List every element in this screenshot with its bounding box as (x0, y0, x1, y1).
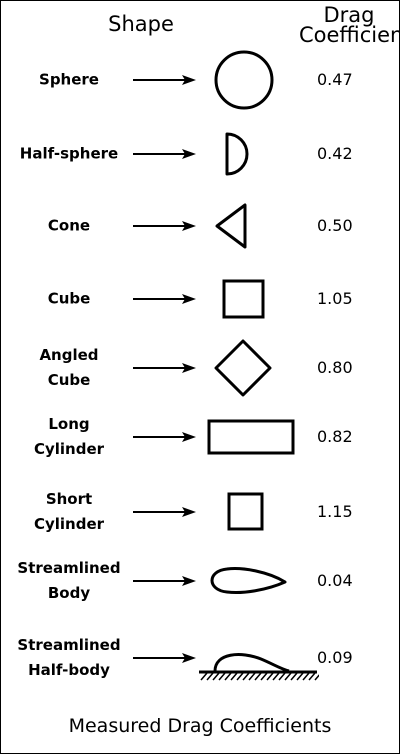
drag-coefficient-value: 0.47 (317, 70, 353, 89)
shape-row: Cube 1.05 (1, 264, 399, 334)
shape-row: Half-sphere 0.42 (1, 119, 399, 189)
right-arrow-icon (133, 363, 196, 373)
drag-coefficient-value: 0.80 (317, 358, 353, 377)
shape-name-line: Cone (47, 216, 91, 235)
shape-name-line: Sphere (39, 70, 99, 89)
right-arrow-icon (133, 221, 196, 231)
drag-coefficient-value: 0.04 (317, 571, 353, 590)
long-cylinder-icon (207, 419, 295, 455)
right-arrow-icon (133, 432, 196, 442)
drag-coefficient-value: 0.50 (317, 216, 353, 235)
right-arrow-icon (133, 149, 196, 159)
shape-name-line: Half-sphere (19, 144, 119, 163)
sphere-icon (214, 50, 274, 110)
shape-column-header: Shape (108, 12, 174, 36)
shape-name-line: Streamlined (17, 636, 121, 654)
angled-cube-icon (214, 339, 272, 397)
shape-name-line: Cylinder (33, 515, 105, 533)
shape-name-label: Cone (5, 214, 133, 239)
drag-coefficient-value: 0.42 (317, 144, 353, 163)
right-arrow-icon (133, 75, 196, 85)
right-arrow-icon (133, 653, 196, 663)
shape-row: Sphere 0.47 (1, 45, 399, 115)
shape-name-line: Cylinder (33, 440, 105, 458)
right-arrow-icon (133, 576, 196, 586)
drag-coefficient-value: 1.05 (317, 289, 353, 308)
shape-name-line: Streamlined (17, 559, 121, 577)
short-cylinder-icon (227, 492, 264, 531)
shape-name-line: Cube (47, 289, 91, 308)
shape-name-line: Body (47, 584, 91, 602)
streamlined-body-icon (210, 567, 287, 594)
shape-name-line: Long (48, 415, 90, 433)
drag-coefficient-header-line-2: Coefficient (299, 23, 399, 47)
shape-name-label: Cube (5, 287, 133, 312)
streamlined-half-body-icon (199, 653, 319, 681)
shape-name-line: Half-body (28, 661, 110, 679)
right-arrow-icon (133, 294, 196, 304)
drag-coefficient-value: 1.15 (317, 502, 353, 521)
half-sphere-icon (225, 132, 249, 176)
drag-coefficient-column-header: Drag Coefficient (299, 3, 399, 47)
shape-name-label: Half-sphere (5, 142, 133, 167)
drag-coefficient-value: 0.09 (317, 648, 353, 667)
shape-row: Cone 0.50 (1, 191, 399, 261)
drag-coefficient-value: 0.82 (317, 427, 353, 446)
shape-name-line: Short (45, 490, 93, 508)
right-arrow-icon (133, 507, 196, 517)
shape-name-label: Sphere (5, 68, 133, 93)
cube-icon (222, 279, 265, 319)
shape-name-line: Angled (39, 346, 99, 364)
drag-coefficient-header-line-1: Drag (323, 3, 375, 27)
cone-icon (215, 203, 247, 249)
shape-name-line: Cube (47, 371, 91, 389)
diagram-caption: Measured Drag Coefficients (68, 715, 332, 737)
